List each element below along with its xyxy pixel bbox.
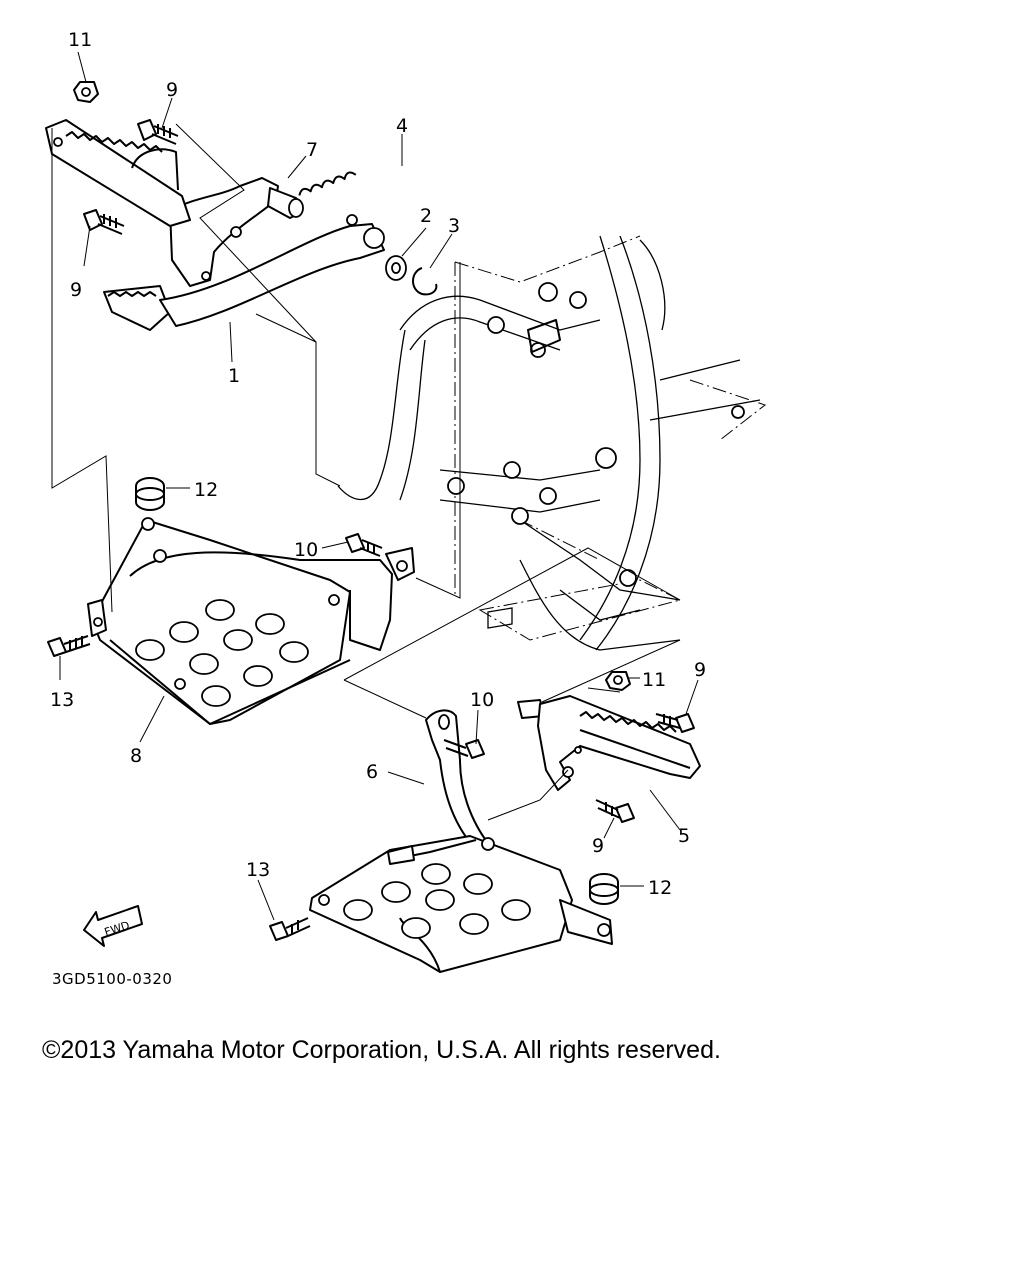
callout-11: 11 [642, 669, 666, 691]
callout-4: 4 [396, 115, 408, 137]
fasteners-left-lower [47, 533, 383, 657]
bolt-part-13-right [269, 917, 311, 941]
callout-9: 9 [166, 79, 178, 101]
spring-washer-clip [298, 171, 438, 296]
callout-2: 2 [420, 205, 432, 227]
fasteners-top [73, 81, 179, 235]
callout-7: 7 [306, 139, 318, 161]
callout-12: 12 [194, 479, 218, 501]
exploded-parts-diagram: FWD 11 9 4 7 2 3 9 1 12 10 13 8 11 9 10 … [45, 29, 767, 988]
callout-9: 9 [694, 659, 706, 681]
callout-6: 6 [366, 761, 378, 783]
callout-numbers: 11 9 4 7 2 3 9 1 12 10 13 8 11 9 10 6 9 … [50, 29, 706, 899]
brake-pedal-part-1 [103, 214, 385, 331]
callout-9: 9 [70, 279, 82, 301]
bracket-part-6 [425, 709, 491, 853]
footpeg-right-part-5 [517, 671, 701, 823]
grommet-part-12-right [589, 873, 619, 905]
callout-3: 3 [448, 215, 460, 237]
footpeg-left [45, 119, 191, 227]
callout-9: 9 [592, 835, 604, 857]
motorcycle-frame [337, 235, 767, 651]
skid-plate-right [309, 835, 613, 973]
callout-12: 12 [648, 877, 672, 899]
fwd-arrow: FWD [83, 905, 143, 947]
callout-13: 13 [246, 859, 270, 881]
copyright-notice: ©2013 Yamaha Motor Corporation, U.S.A. A… [42, 1036, 721, 1064]
skid-plate-part-8 [91, 517, 415, 725]
callout-5: 5 [678, 825, 690, 847]
callout-13: 13 [50, 689, 74, 711]
leader-lines [51, 51, 699, 921]
callout-1: 1 [228, 365, 240, 387]
callout-11: 11 [68, 29, 92, 51]
callout-10: 10 [470, 689, 494, 711]
drawing-code: 3GD5100-0320 [52, 970, 172, 988]
callout-8: 8 [130, 745, 142, 767]
bracket-part-7 [169, 177, 304, 287]
grommet-part-12-left [135, 477, 165, 511]
callout-10: 10 [294, 539, 318, 561]
